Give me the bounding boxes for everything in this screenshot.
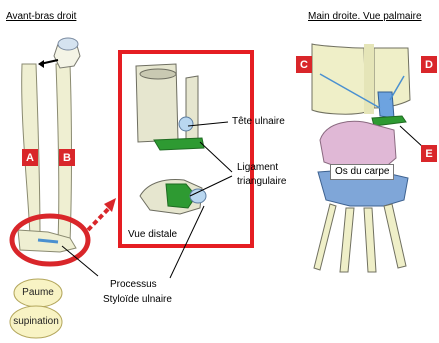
hand-illustration [292,38,424,274]
label-a: A [22,149,38,166]
right-title: Main droite. Vue palmaire [308,11,422,22]
ligament-label-line1: Ligament [237,162,278,174]
tete-ulnaire-label: Tête ulnaire [232,116,285,128]
vue-distale-label: Vue distale [128,229,177,241]
label-d: D [421,56,437,73]
label-c: C [296,56,312,73]
processus-label-line1: Processus [110,279,157,291]
ligament-label-line2: triangulaire [237,176,286,188]
inset-illustration [120,52,252,278]
supination-label: supination [10,316,62,328]
os-du-carpe-label: Os du carpe [330,164,394,180]
paume-label: Paume [14,287,62,299]
label-e: E [421,145,437,162]
left-title: Avant-bras droit [6,11,76,22]
processus-label-line2: Styloïde ulnaire [103,294,172,306]
label-b: B [59,149,75,166]
